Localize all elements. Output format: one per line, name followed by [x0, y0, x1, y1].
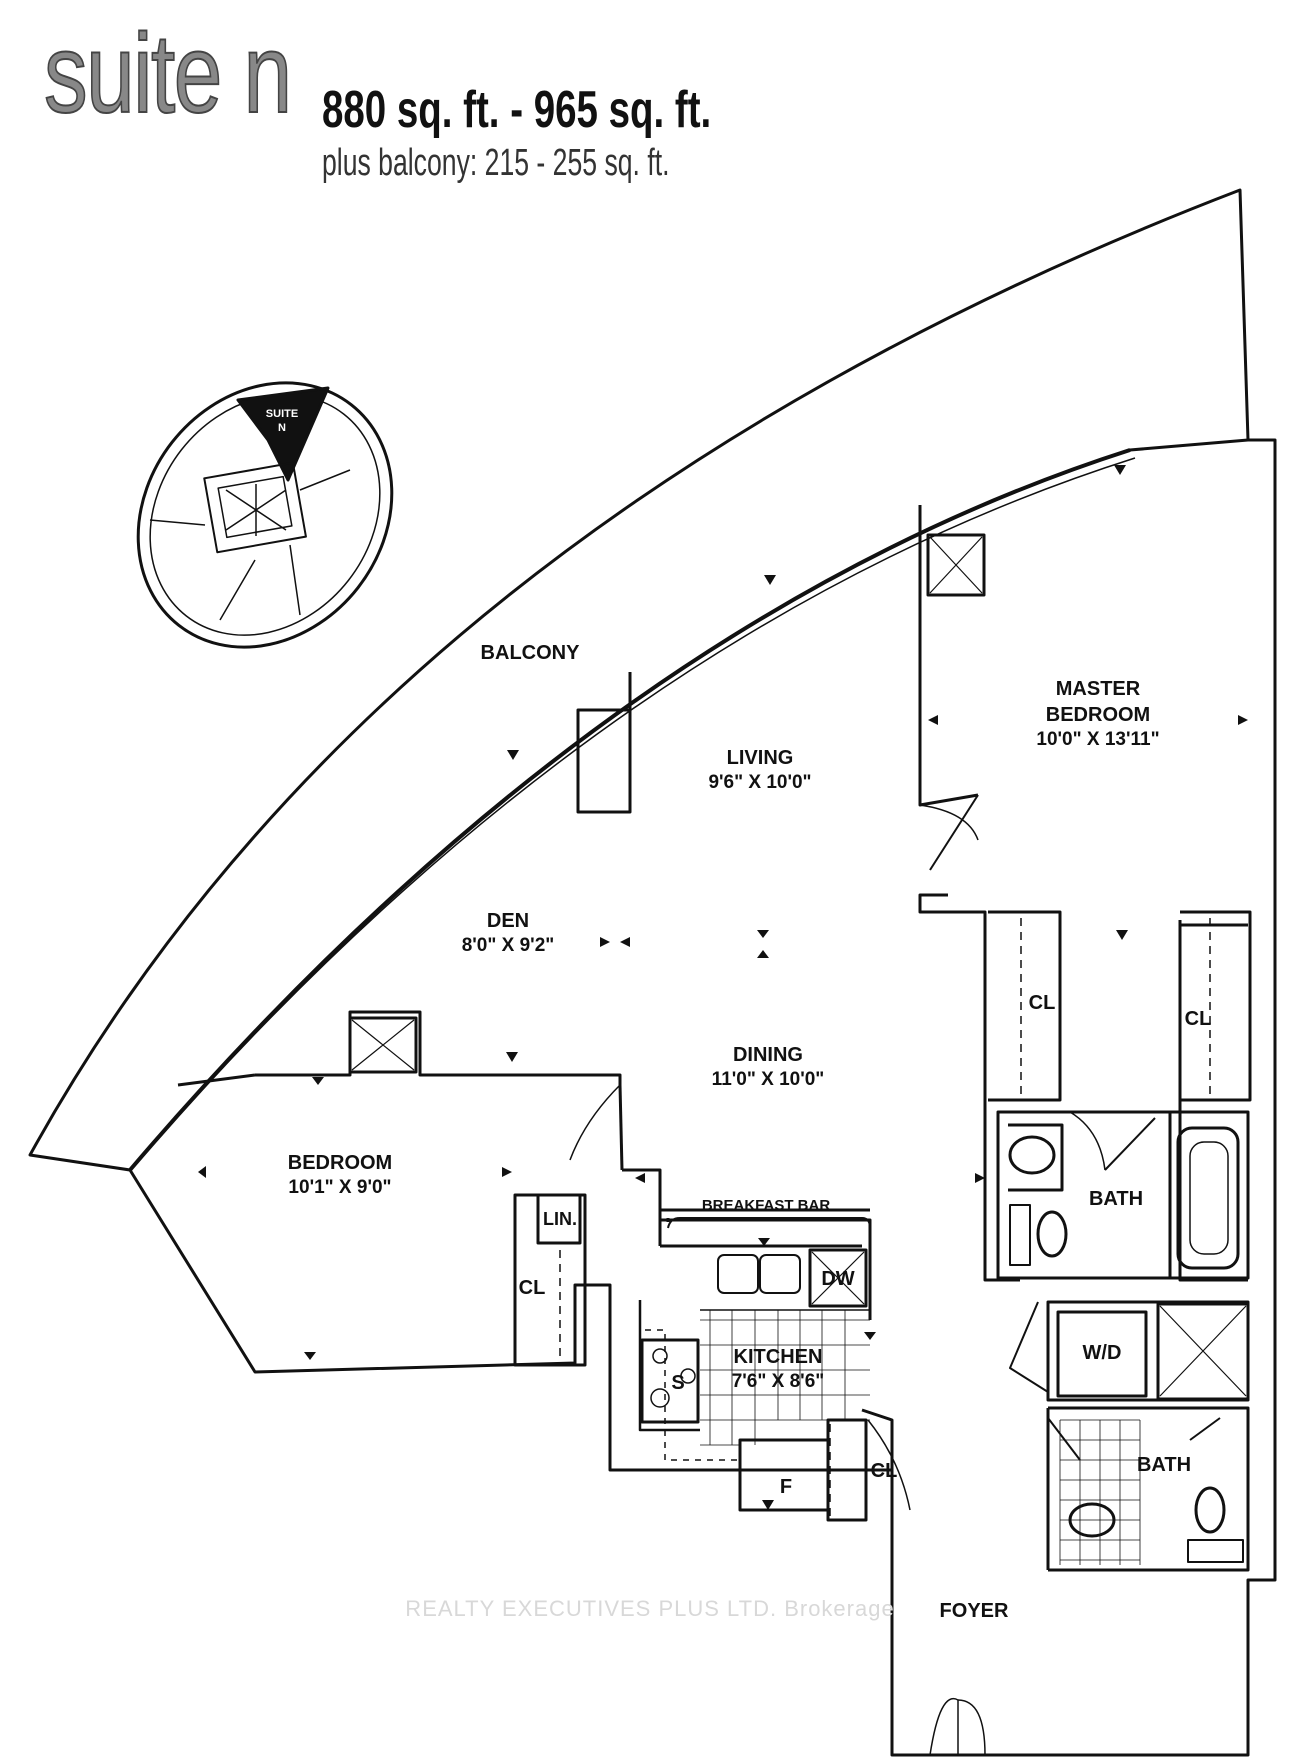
key-plan [136, 381, 394, 649]
room-balcony: BALCONY [481, 640, 580, 666]
bedroom-label: BEDROOM [287, 1152, 393, 1174]
room-den: DEN 8'0" X 9'2" [462, 908, 555, 959]
washer-dryer: W/D [1083, 1340, 1122, 1366]
bedroom-dimensions: 10'1" X 9'0" [288, 1177, 392, 1198]
closet-bedroom: CL [519, 1275, 546, 1301]
dining-dimensions: 11'0" X 10'0" [711, 1069, 825, 1090]
key-plan-suite-letter: N [278, 421, 286, 434]
room-master-bedroom: MASTER BEDROOM 10'0" X 13'11" [1036, 676, 1159, 753]
closet-label: CL [518, 1277, 546, 1299]
room-breakfast-bar: BREAKFAST BAR [702, 1196, 830, 1216]
suite-outline [128, 438, 1277, 1757]
room-master-bath: BATH [1089, 1186, 1143, 1212]
master-bedroom-label-line1: MASTER [1055, 678, 1141, 700]
kitchen-label: KITCHEN [733, 1346, 823, 1368]
fridge-label: F [779, 1476, 793, 1498]
stove: S [671, 1370, 684, 1396]
key-plan-suite-highlight [236, 386, 330, 482]
closet-label: CL [1184, 1008, 1212, 1030]
breakfast-bar-label: BREAKFAST BAR [701, 1197, 831, 1214]
linen-closet: LIN. [543, 1208, 577, 1231]
key-plan-suite-label: SUITE N [266, 408, 298, 436]
dishwasher-label: DW [821, 1268, 855, 1290]
living-label: LIVING [726, 747, 794, 769]
closet-label: CL [1028, 992, 1056, 1014]
suite-area: 880 sq. ft. - 965 sq. ft. [322, 81, 712, 139]
room-bedroom: BEDROOM 10'1" X 9'0" [288, 1150, 392, 1201]
fridge: F [780, 1474, 792, 1500]
suite-name: suite n [43, 11, 293, 136]
linen-label: LIN. [543, 1209, 577, 1229]
foyer-label: FOYER [939, 1600, 1009, 1622]
room-living: LIVING 9'6" X 10'0" [708, 745, 811, 796]
master-bedroom-dimensions: 10'0" X 13'11" [1036, 729, 1160, 750]
kitchen-dimensions: 7'6" X 8'6" [731, 1371, 825, 1392]
room-dining: DINING 11'0" X 10'0" [712, 1042, 825, 1093]
dining-label: DINING [732, 1044, 803, 1066]
dishwasher: DW [821, 1266, 854, 1292]
closet-master-left: CL [1029, 990, 1056, 1016]
washer-dryer-label: W/D [1082, 1342, 1122, 1364]
second-bath-label: BATH [1136, 1454, 1192, 1476]
closet-master-right: CL [1185, 1006, 1212, 1032]
room-foyer: FOYER [940, 1598, 1009, 1624]
living-dimensions: 9'6" X 10'0" [708, 772, 812, 793]
brokerage-watermark: REALTY EXECUTIVES PLUS LTD. Brokerage [405, 1596, 895, 1621]
master-bedroom-label-line2: BEDROOM [1045, 704, 1151, 726]
room-second-bath: BATH [1137, 1452, 1191, 1478]
den-label: DEN [486, 910, 530, 932]
den-dimensions: 8'0" X 9'2" [461, 935, 555, 956]
closet-label: CL [870, 1460, 898, 1482]
balcony-label: BALCONY [480, 642, 580, 664]
closet-foyer: CL [871, 1458, 898, 1484]
key-plan-suite-word: SUITE [265, 408, 299, 420]
master-bath-label: BATH [1088, 1188, 1144, 1210]
stove-label: S [671, 1372, 685, 1394]
balcony-area: plus balcony: 215 - 255 sq. ft. [322, 142, 670, 184]
room-kitchen: KITCHEN 7'6" X 8'6" [732, 1344, 825, 1395]
